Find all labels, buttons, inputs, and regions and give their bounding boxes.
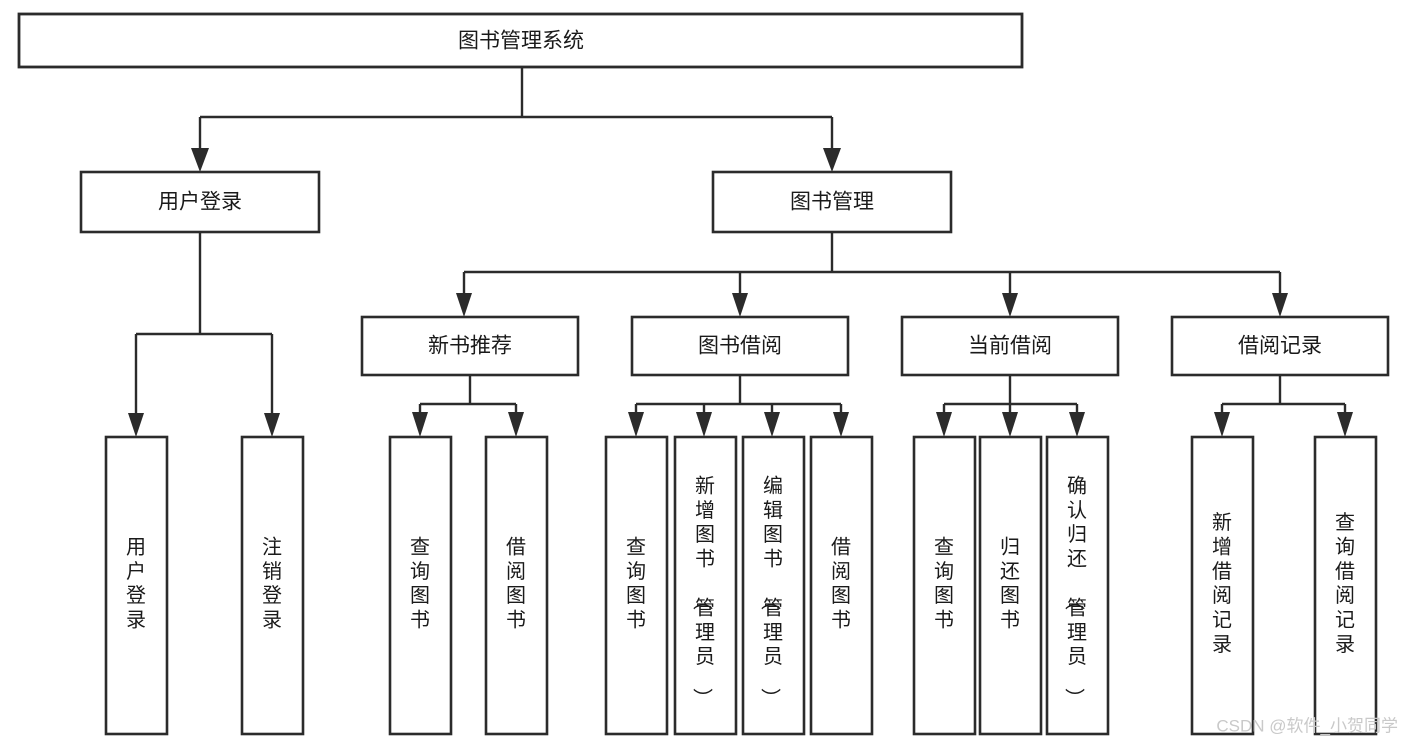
node-root-box[interactable] <box>17 12 1024 69</box>
node-book-manage[interactable]: 图书管理 <box>711 170 953 234</box>
node-leaf-return-book-label: 归还图书 <box>1000 536 1020 632</box>
arrow-head-current-borrow <box>1002 293 1018 317</box>
node-root[interactable]: 图书管理系统 <box>17 12 1024 69</box>
arrow-head-user-login <box>191 148 209 172</box>
node-current-borrow-box[interactable] <box>900 315 1120 377</box>
node-borrow-record-label: 借阅记录 <box>1238 335 1322 358</box>
node-leaf-add-borrow-record[interactable]: 新增借阅记录 <box>1190 435 1255 736</box>
node-root-label: 图书管理系统 <box>458 30 584 53</box>
node-leaf-add-book-admin-label: 新增图书（管理员） <box>690 475 715 708</box>
node-leaf-borrow-book-1-label: 借阅图书 <box>506 536 526 632</box>
node-leaf-borrow-book-1-box[interactable] <box>484 435 549 736</box>
arrow-head-book-borrow <box>732 293 748 317</box>
node-leaf-query-book-3-label: 查询图书 <box>934 536 954 632</box>
node-book-manage-label: 图书管理 <box>790 191 874 214</box>
node-leaf-user-login-label: 用户登录 <box>126 537 146 632</box>
arrow-head-leaf-user-login <box>128 413 144 437</box>
node-leaf-confirm-return-admin[interactable]: 确认归还（管理员） <box>1045 435 1110 736</box>
arrow-head-leaf-borrow-book-2 <box>833 412 849 437</box>
arrow-head-new-book-recommend <box>456 293 472 317</box>
node-leaf-query-book-2-label: 查询图书 <box>626 536 646 632</box>
node-leaf-query-book-3[interactable]: 查询图书 <box>912 435 977 736</box>
node-user-login-box[interactable] <box>79 170 321 234</box>
node-leaf-query-book-2[interactable]: 查询图书 <box>604 435 669 736</box>
node-leaf-edit-book-admin-box[interactable] <box>741 435 806 736</box>
arrow-head-leaf-borrow-book-1 <box>508 412 524 437</box>
node-leaf-query-borrow-record[interactable]: 查询借阅记录 <box>1313 435 1378 736</box>
arrow-head-borrow-record <box>1272 293 1288 317</box>
node-leaf-logout-login-label: 注销登录 <box>262 536 282 632</box>
node-new-book-recommend-label: 新书推荐 <box>428 335 512 358</box>
node-leaf-query-borrow-record-label: 查询借阅记录 <box>1335 511 1355 656</box>
node-current-borrow[interactable]: 当前借阅 <box>900 315 1120 377</box>
arrow-head-leaf-return-book <box>1002 412 1018 437</box>
node-leaf-query-book-1[interactable]: 查询图书 <box>388 435 453 736</box>
node-leaf-logout-login[interactable]: 注销登录 <box>240 435 305 736</box>
node-leaf-query-book-1-box[interactable] <box>388 435 453 736</box>
arrow-head-leaf-query-book-1 <box>412 412 428 437</box>
node-book-borrow-label: 图书借阅 <box>698 335 782 358</box>
node-leaf-user-login-box[interactable] <box>104 435 169 736</box>
node-leaf-borrow-book-2-label: 借阅图书 <box>831 536 851 632</box>
node-leaf-borrow-book-2-box[interactable] <box>809 435 874 736</box>
node-leaf-borrow-book-2[interactable]: 借阅图书 <box>809 435 874 736</box>
node-new-book-recommend-box[interactable] <box>360 315 580 377</box>
node-leaf-add-borrow-record-box[interactable] <box>1190 435 1255 736</box>
node-book-borrow[interactable]: 图书借阅 <box>630 315 850 377</box>
node-leaf-return-book[interactable]: 归还图书 <box>978 435 1043 736</box>
node-book-manage-box[interactable] <box>711 170 953 234</box>
node-leaf-return-book-box[interactable] <box>978 435 1043 736</box>
arrow-head-book-manage <box>823 148 841 172</box>
node-borrow-record-box[interactable] <box>1170 315 1390 377</box>
node-leaf-query-book-1-label: 查询图书 <box>410 536 430 632</box>
node-borrow-record[interactable]: 借阅记录 <box>1170 315 1390 377</box>
node-leaf-logout-login-box[interactable] <box>240 435 305 736</box>
arrow-head-leaf-logout-login <box>264 413 280 437</box>
node-book-borrow-box[interactable] <box>630 315 850 377</box>
arrow-head-leaf-query-book-2 <box>628 412 644 437</box>
arrow-head-leaf-add-borrow-record <box>1214 412 1230 437</box>
node-leaf-borrow-book-1[interactable]: 借阅图书 <box>484 435 549 736</box>
node-leaf-confirm-return-admin-box[interactable] <box>1045 435 1110 736</box>
node-new-book-recommend[interactable]: 新书推荐 <box>360 315 580 377</box>
node-leaf-edit-book-admin[interactable]: 编辑图书（管理员） <box>741 435 806 736</box>
arrow-head-leaf-query-book-3 <box>936 412 952 437</box>
csdn-watermark: CSDN @软件_小贺同学 <box>1216 716 1398 735</box>
node-leaf-confirm-return-admin-label: 确认归还（管理员） <box>1062 475 1087 708</box>
connector-layer <box>128 67 1353 437</box>
node-leaf-query-borrow-record-box[interactable] <box>1313 435 1378 736</box>
arrow-head-leaf-add-book-admin <box>696 412 712 437</box>
node-current-borrow-label: 当前借阅 <box>968 335 1052 358</box>
node-leaf-add-borrow-record-label: 新增借阅记录 <box>1212 511 1232 656</box>
node-user-login-label: 用户登录 <box>158 191 242 214</box>
node-leaf-query-book-3-box[interactable] <box>912 435 977 736</box>
node-user-login[interactable]: 用户登录 <box>79 170 321 234</box>
node-leaf-user-login[interactable]: 用户登录 <box>104 435 169 736</box>
node-leaf-add-book-admin-box[interactable] <box>673 435 738 736</box>
arrow-head-leaf-query-borrow-record <box>1337 412 1353 437</box>
node-leaf-query-book-2-box[interactable] <box>604 435 669 736</box>
arrow-head-leaf-edit-book-admin <box>764 412 780 437</box>
node-leaf-edit-book-admin-label: 编辑图书（管理员） <box>758 475 783 708</box>
arrow-head-leaf-confirm-return-admin <box>1069 412 1085 437</box>
node-leaf-add-book-admin[interactable]: 新增图书（管理员） <box>673 435 738 736</box>
